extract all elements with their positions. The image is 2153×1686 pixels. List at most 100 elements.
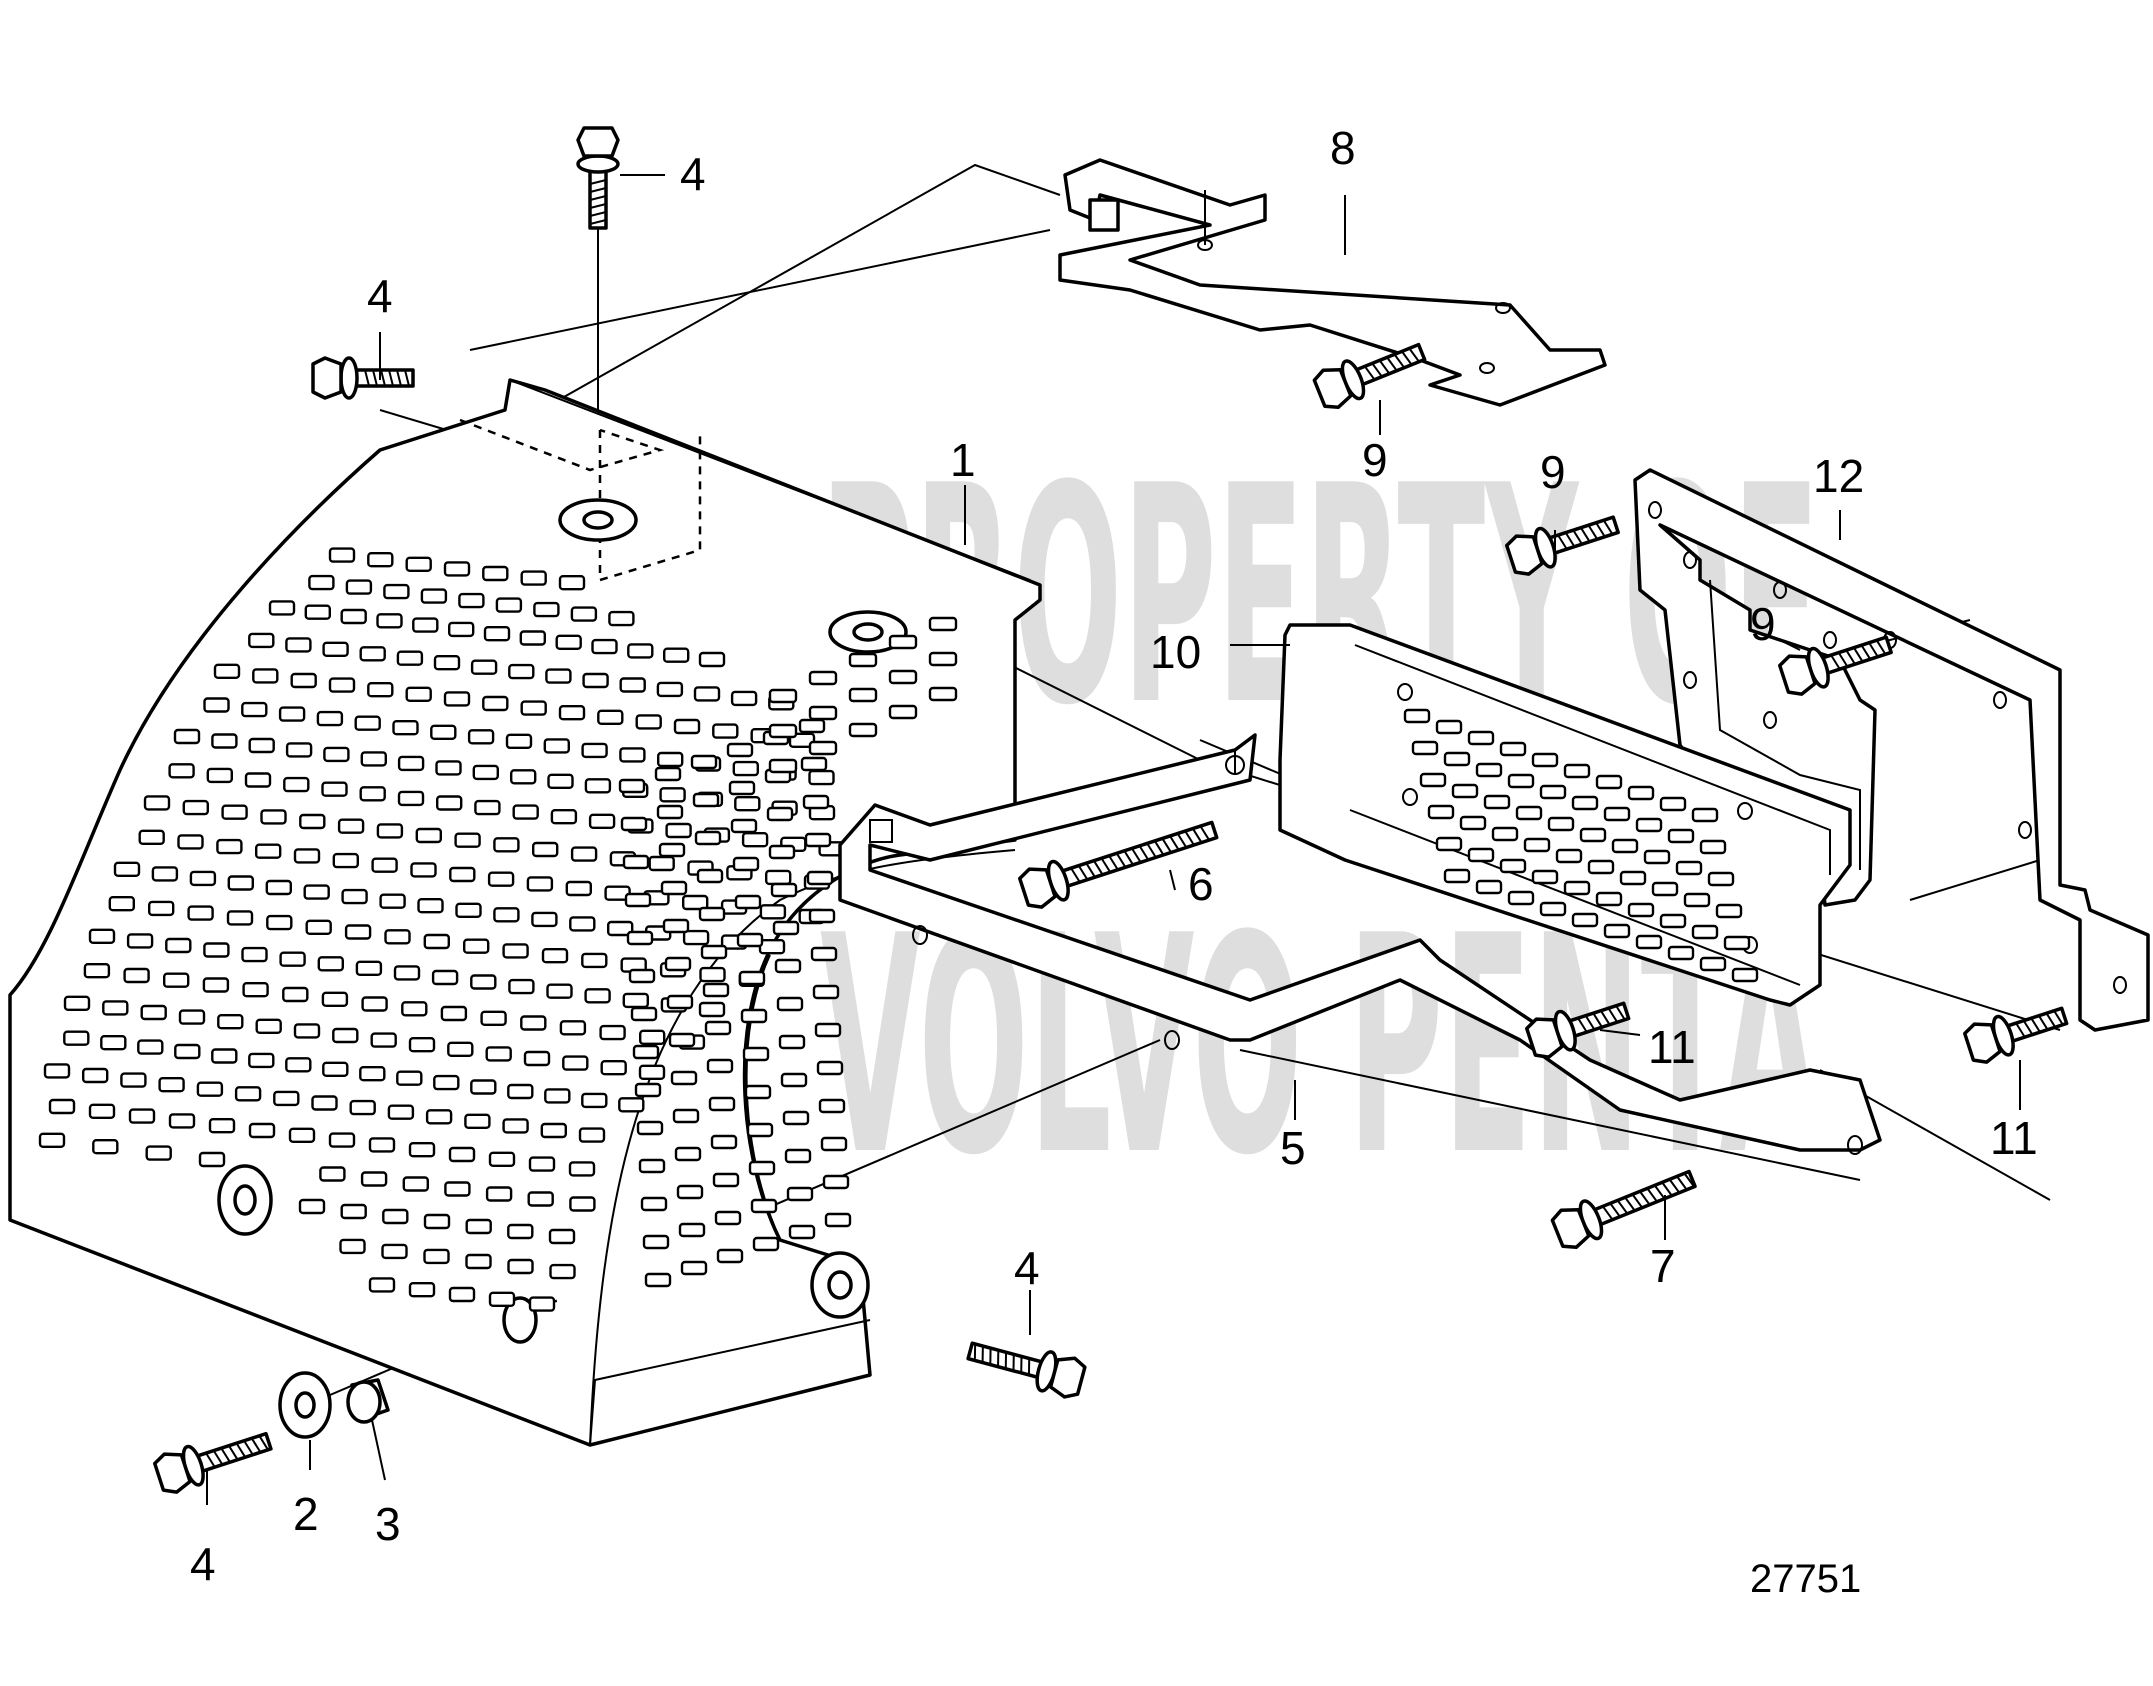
perforation-slot-373: [782, 1110, 810, 1126]
perforation-slot-366: [768, 844, 796, 860]
perforation-slot-349: [726, 742, 754, 758]
perforation-slot-265: [88, 1103, 116, 1120]
perforation-slot-238: [248, 1052, 275, 1069]
perforation-slot-6: [558, 575, 586, 591]
perforation-slot-10: [420, 588, 448, 604]
perforation-slot-218: [102, 1000, 129, 1016]
perforation-slot-14: [570, 606, 598, 622]
perforation-slot-284: [402, 1176, 429, 1192]
perforation-slot-42: [730, 690, 758, 707]
perforation-slot-99: [321, 781, 348, 797]
bolt-thread: [1184, 830, 1195, 846]
bolt-thread: [1616, 1199, 1629, 1215]
perforation-slot-235: [137, 1039, 164, 1055]
perforation-slot-222: [255, 1018, 282, 1034]
perforation-slot-390: [824, 1212, 852, 1228]
perforation-slot-389: [822, 1174, 850, 1190]
perforation-slot-361: [750, 1198, 778, 1214]
bolt-thread: [1592, 1012, 1603, 1028]
perforation-slot-72: [657, 751, 684, 768]
bolt-thread: [212, 1450, 224, 1466]
perforation-slot-142: [565, 880, 592, 897]
perforation-slot-83: [397, 755, 425, 772]
perforation-slot-311: [626, 930, 654, 946]
callout-11-mid: 11: [1648, 1021, 1696, 1073]
guard-slot-35: [1587, 859, 1615, 875]
perforation-slot-358: [744, 1084, 772, 1100]
guard-slot-6: [1595, 774, 1623, 790]
guard-slot-11: [1443, 751, 1471, 767]
perforation-slot-214: [599, 1024, 626, 1041]
bolt-thread: [1408, 347, 1420, 363]
guard-slot-5: [1563, 763, 1591, 779]
perforation-slot-85: [472, 764, 499, 781]
callout-4-bottom-mid: 4: [1014, 1242, 1040, 1294]
callout-4-bottom-left: 4: [190, 1538, 216, 1590]
perforation-slot-269: [248, 1122, 276, 1139]
perforation-slot-381: [806, 870, 834, 886]
guard-slot-40: [1435, 836, 1463, 852]
perforation-slot-191: [355, 960, 383, 976]
perforation-slot-245: [507, 1083, 534, 1100]
perforation-slot-11: [458, 592, 485, 609]
part-3-spacer: [346, 1378, 390, 1424]
bolt-thread: [258, 1435, 269, 1451]
bolt-thread: [1020, 1356, 1023, 1373]
guard-slot-33: [1523, 837, 1551, 853]
perforation-slot-289: [298, 1198, 326, 1215]
perforation-slot-129: [765, 869, 792, 886]
bolt-thread: [1572, 529, 1583, 545]
perforation-slot-39: [619, 677, 646, 693]
perforation-slot-403: [928, 616, 958, 632]
perforation-slot-236: [174, 1043, 201, 1060]
guard-slot-9: [1691, 807, 1719, 823]
perforation-slot-278: [38, 1132, 66, 1149]
perforation-slot-97: [244, 772, 272, 788]
perforation-slot-310: [624, 892, 652, 908]
perforation-slot-376: [788, 1224, 816, 1240]
perforation-slot-367: [770, 882, 798, 898]
bolt-head: [1048, 1356, 1087, 1399]
perforation-slot-87: [547, 773, 574, 789]
perforation-slot-300: [507, 1258, 534, 1275]
perforation-slot-287: [527, 1191, 554, 1207]
perforation-slot-253: [196, 1081, 224, 1097]
perforation-slot-12: [495, 597, 523, 613]
bolt-4-left-icon: [311, 356, 415, 400]
perforation-slot-290: [340, 1203, 367, 1220]
guard-slot-48: [1691, 924, 1719, 940]
bolt-thread: [1609, 1202, 1621, 1218]
perforation-slot-298: [423, 1248, 450, 1265]
perforation-slot-336: [692, 792, 720, 808]
perforation-slot-302: [368, 1277, 396, 1293]
perforation-slot-154: [303, 884, 330, 900]
perforation-slot-219: [140, 1004, 167, 1021]
perforation-slot-365: [766, 806, 794, 822]
perforation-slot-401: [888, 669, 918, 685]
perforation-slot-71: [619, 747, 646, 763]
perforation-slot-8: [345, 579, 373, 595]
bolt-thread: [1860, 644, 1872, 660]
perforation-slot-306: [528, 1296, 556, 1312]
perforation-slot-307: [618, 778, 646, 794]
bolt-thread: [1115, 852, 1127, 868]
perforation-slot-176: [463, 938, 490, 954]
perforation-slot-132: [177, 834, 204, 850]
perforation-slot-177: [502, 943, 529, 959]
bolt-head: [1550, 1208, 1591, 1250]
perforation-slot-312: [628, 968, 656, 984]
perforation-slot-371: [778, 1034, 806, 1050]
guard-slot-51: [1475, 879, 1503, 895]
bolt-thread: [2045, 1012, 2057, 1028]
perforation-slot-315: [634, 1082, 662, 1098]
perforation-slot-22: [483, 626, 511, 642]
callout-12: 12: [1813, 450, 1864, 502]
perforation-slot-333: [678, 1222, 706, 1238]
guard-slot-18: [1667, 828, 1695, 844]
bolt-thread: [1584, 1015, 1596, 1031]
bolt-thread: [1587, 524, 1599, 540]
bolt-head: [1018, 867, 1057, 909]
perforation-slot-399: [848, 722, 878, 738]
perforation-slot-303: [408, 1281, 436, 1298]
guard-slot-26: [1611, 838, 1639, 854]
